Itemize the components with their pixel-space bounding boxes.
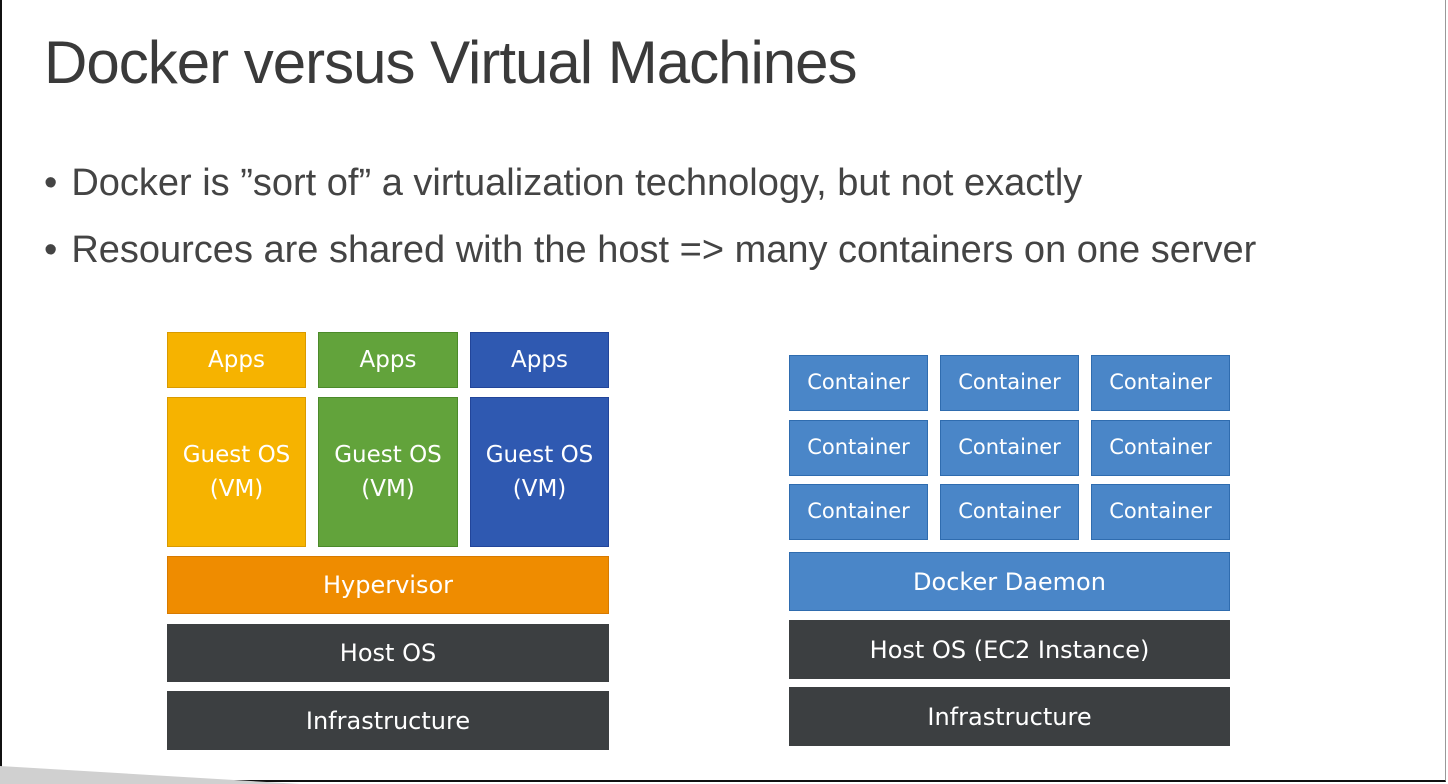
vm-label: (VM) (209, 476, 264, 502)
vm3-apps: Apps (470, 332, 609, 388)
docker-host-os-layer: Host OS (EC2 Instance) (789, 620, 1230, 679)
bullet-1: •Docker is ”sort of” a virtualization te… (44, 162, 1083, 204)
bullet-2: •Resources are shared with the host => m… (44, 229, 1257, 271)
guest-os-label: Guest OS (334, 441, 442, 468)
docker-infrastructure-layer: Infrastructure (789, 687, 1230, 746)
container: Container (789, 484, 928, 540)
container: Container (789, 355, 928, 411)
vm-infrastructure-layer: Infrastructure (167, 691, 609, 750)
vm-host-os-layer: Host OS (167, 624, 609, 682)
slide-title: Docker versus Virtual Machines (44, 29, 858, 96)
container: Container (789, 420, 928, 476)
bullet-text: Docker is ”sort of” a virtualization tec… (71, 162, 1083, 204)
vm-label: (VM) (512, 476, 567, 502)
container: Container (940, 484, 1079, 540)
container: Container (1091, 484, 1230, 540)
container: Container (940, 420, 1079, 476)
guest-os-label: Guest OS (485, 441, 594, 468)
vm2-apps: Apps (318, 332, 458, 388)
decorative-wedge (0, 766, 300, 784)
vm1-apps: Apps (167, 332, 306, 388)
vm1-guest-os: Guest OS (VM) (167, 397, 306, 547)
vm2-guest-os: Guest OS (VM) (318, 397, 458, 547)
container: Container (1091, 355, 1230, 411)
guest-os-label: Guest OS (182, 441, 291, 468)
hypervisor-layer: Hypervisor (167, 556, 609, 614)
vm-label: (VM) (361, 476, 415, 502)
bullet-text: Resources are shared with the host => ma… (71, 229, 1257, 271)
docker-daemon-layer: Docker Daemon (789, 552, 1230, 611)
container: Container (1091, 420, 1230, 476)
vm3-guest-os: Guest OS (VM) (470, 397, 609, 547)
container: Container (940, 355, 1079, 411)
